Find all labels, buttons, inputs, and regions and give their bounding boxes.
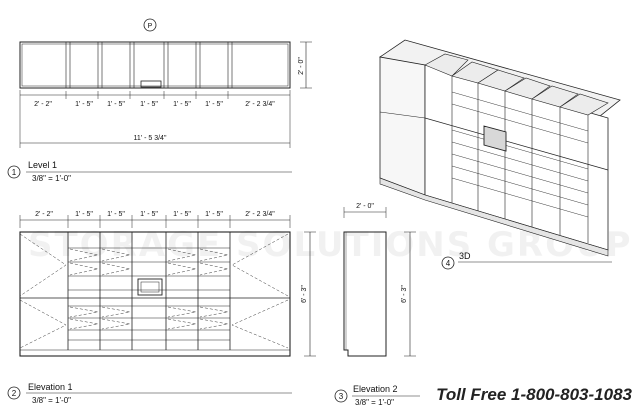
plan-inner-outline bbox=[21, 43, 289, 87]
view-1-title: Level 1 bbox=[28, 160, 57, 170]
view-4-number: 4 bbox=[446, 259, 451, 268]
elev1-height-dim: 6' - 3" bbox=[301, 285, 308, 303]
view-3d bbox=[379, 39, 621, 270]
plan-dim-2: 1' - 5" bbox=[75, 101, 93, 108]
elev1-dim-1: 2' - 2" bbox=[35, 211, 53, 218]
view-3-scale: 3/8" = 1'-0" bbox=[355, 398, 394, 407]
plan-depth-dim: 2' - 0" bbox=[298, 57, 305, 75]
view-3-number: 3 bbox=[339, 392, 344, 401]
plan-dim-4: 1' - 5" bbox=[140, 101, 158, 108]
elev1-dim-4: 1' - 5" bbox=[140, 211, 158, 218]
plan-dim-6: 1' - 5" bbox=[205, 101, 223, 108]
elev1-dim-7: 2' - 2 3/4" bbox=[245, 211, 275, 218]
view-2-number: 2 bbox=[12, 389, 17, 398]
toll-free-phone: Toll Free 1-800-803-1083 bbox=[436, 385, 632, 404]
plan-outline bbox=[19, 41, 291, 89]
plan-view bbox=[7, 18, 312, 179]
plan-dim-1: 2' - 2" bbox=[34, 101, 52, 108]
plan-screen-box bbox=[140, 80, 162, 88]
elev1-dim-3: 1' - 5" bbox=[107, 211, 125, 218]
elev1-dim-5: 1' - 5" bbox=[173, 211, 191, 218]
plan-total-dim: 11' - 5 3/4" bbox=[134, 135, 167, 142]
view-1-scale: 3/8" = 1'-0" bbox=[32, 174, 71, 183]
elevation-1-screen bbox=[137, 278, 163, 296]
elev2-width-dim: 2' - 0" bbox=[356, 203, 374, 210]
view-2-scale: 3/8" = 1'-0" bbox=[32, 396, 71, 405]
plan-dim-3: 1' - 5" bbox=[107, 101, 125, 108]
elev1-dim-2: 1' - 5" bbox=[75, 211, 93, 218]
view-3d-screen bbox=[483, 125, 507, 152]
view-3-title: Elevation 2 bbox=[353, 384, 398, 394]
view-4-title: 3D bbox=[459, 251, 471, 261]
elevation-2 bbox=[334, 207, 420, 403]
elev2-height-dim: 6' - 3" bbox=[401, 285, 408, 303]
view-2-title: Elevation 1 bbox=[28, 382, 73, 392]
plan-marker: P bbox=[148, 23, 153, 30]
plan-marker-circle bbox=[143, 18, 157, 32]
view-1-number: 1 bbox=[12, 168, 17, 177]
plan-dim-5: 1' - 5" bbox=[173, 101, 191, 108]
plan-dims: 2' - 2" 1' - 5" 1' - 5" 1' - 5" 1' - 5" … bbox=[34, 101, 275, 108]
elevation-1-dims: 2' - 2" 1' - 5" 1' - 5" 1' - 5" 1' - 5" … bbox=[35, 211, 275, 218]
elevation-1 bbox=[7, 215, 316, 400]
plan-dim-7: 2' - 2 3/4" bbox=[245, 101, 275, 108]
elev1-dim-6: 1' - 5" bbox=[205, 211, 223, 218]
